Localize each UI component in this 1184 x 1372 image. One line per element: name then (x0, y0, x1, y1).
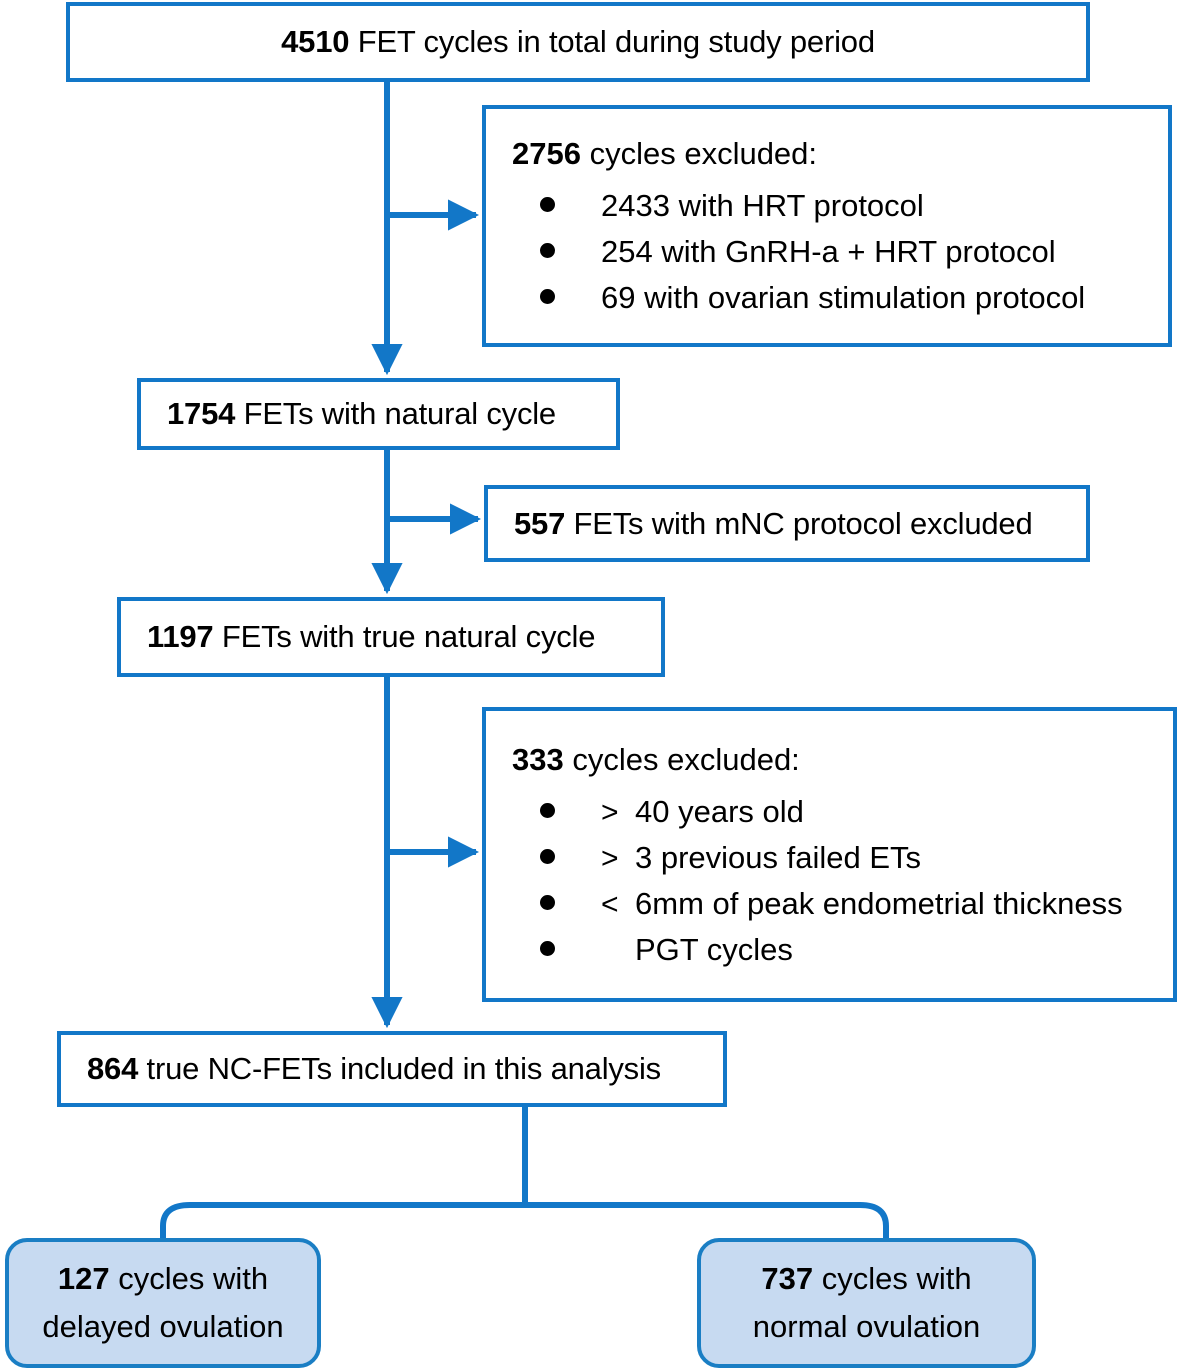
node-excluded-criteria-count: 333 (512, 741, 564, 777)
bullet-dot-icon (540, 197, 555, 212)
node-total-cycles: 4510 FET cycles in total during study pe… (66, 2, 1090, 82)
node-true-natural-cycle-number: 1197 (147, 619, 214, 655)
node-total-cycles-text: 4510 FET cycles in total during study pe… (281, 22, 875, 62)
list-item: < 6mm of peak endometrial thickness (512, 886, 1173, 922)
edge-outcome-fork (160, 1202, 889, 1238)
node-total-cycles-label: FET cycles in total during study period (349, 24, 875, 60)
less-than-icon: < (601, 887, 619, 921)
greater-than-icon: > (601, 841, 619, 875)
node-true-natural-cycle: 1197 FETs with true natural cycle (117, 597, 665, 677)
node-natural-cycle-label: FETs with natural cycle (235, 396, 557, 432)
bullet-dot-icon (540, 894, 555, 910)
node-outcome-normal-line2: normal ovulation (752, 1309, 981, 1344)
node-excluded-mnc: 557 FETs with mNC protocol excluded (484, 485, 1090, 562)
node-outcome-delayed-line2: delayed ovulation (42, 1309, 284, 1344)
node-excluded-criteria-heading: 333 cycles excluded: (512, 742, 1173, 778)
node-included-analysis: 864 true NC-FETs included in this analys… (57, 1031, 727, 1107)
list-item-label: 69 with ovarian stimulation protocol (601, 280, 1086, 315)
node-natural-cycle: 1754 FETs with natural cycle (137, 378, 620, 450)
list-item: 69 with ovarian stimulation protocol (512, 280, 1168, 316)
list-item: > 40 years old (512, 794, 1173, 830)
list-item-label: 40 years old (635, 793, 804, 829)
list-item-label: 3 previous failed ETs (635, 839, 922, 875)
bullet-dot-icon (540, 940, 555, 956)
node-excluded-protocols-list: 2433 with HRT protocol 254 with GnRH-a +… (512, 178, 1168, 316)
bullet-dot-icon (540, 848, 555, 864)
bullet-dot-icon (540, 243, 555, 258)
node-outcome-normal-number: 737 (761, 1260, 814, 1296)
node-excluded-mnc-number: 557 (514, 505, 566, 541)
list-item: 254 with GnRH-a + HRT protocol (512, 234, 1168, 270)
node-true-natural-cycle-label: FETs with true natural cycle (213, 619, 596, 655)
node-excluded-criteria: 333 cycles excluded: > 40 years old > 3 … (482, 707, 1177, 1002)
node-outcome-delayed-number: 127 (57, 1260, 110, 1296)
node-natural-cycle-text: 1754 FETs with natural cycle (167, 394, 616, 434)
list-item: PGT cycles (512, 932, 1173, 968)
node-excluded-protocols-heading-label: cycles excluded: (580, 136, 818, 171)
list-item-label: 6mm of peak endometrial thickness (635, 885, 1123, 921)
node-excluded-protocols-count: 2756 (512, 136, 581, 171)
node-outcome-normal-ovulation: 737 cycles with normal ovulation (697, 1238, 1036, 1368)
node-outcome-delayed-ovulation: 127 cycles with delayed ovulation (5, 1238, 321, 1368)
node-outcome-normal-line1: 737 cycles with (761, 1255, 971, 1303)
node-outcome-normal-label1: cycles with (813, 1260, 972, 1296)
list-item-label: 2433 with HRT protocol (601, 188, 924, 223)
node-excluded-criteria-list: > 40 years old > 3 previous failed ETs <… (512, 784, 1173, 968)
node-excluded-protocols: 2756 cycles excluded: 2433 with HRT prot… (482, 105, 1172, 347)
node-natural-cycle-number: 1754 (167, 396, 236, 432)
list-item-label: 254 with GnRH-a + HRT protocol (601, 234, 1056, 269)
bullet-dot-icon (540, 802, 555, 818)
node-outcome-delayed-line1: 127 cycles with (58, 1255, 268, 1303)
list-item: 2433 with HRT protocol (512, 188, 1168, 224)
list-item-label: PGT cycles (635, 931, 793, 967)
node-included-analysis-text: 864 true NC-FETs included in this analys… (87, 1049, 723, 1089)
node-total-cycles-number: 4510 (281, 24, 350, 60)
node-excluded-criteria-heading-label: cycles excluded: (563, 741, 800, 777)
greater-than-icon: > (601, 795, 619, 829)
node-outcome-delayed-label1: cycles with (109, 1260, 269, 1296)
node-included-analysis-label: true NC-FETs included in this analysis (138, 1051, 662, 1087)
node-included-analysis-number: 864 (87, 1051, 139, 1087)
list-item: > 3 previous failed ETs (512, 840, 1173, 876)
node-excluded-protocols-heading: 2756 cycles excluded: (512, 136, 1168, 172)
node-excluded-mnc-text: 557 FETs with mNC protocol excluded (514, 504, 1086, 544)
bullet-dot-icon (540, 289, 555, 304)
node-true-natural-cycle-text: 1197 FETs with true natural cycle (147, 617, 661, 657)
node-excluded-mnc-label: FETs with mNC protocol excluded (565, 505, 1033, 541)
